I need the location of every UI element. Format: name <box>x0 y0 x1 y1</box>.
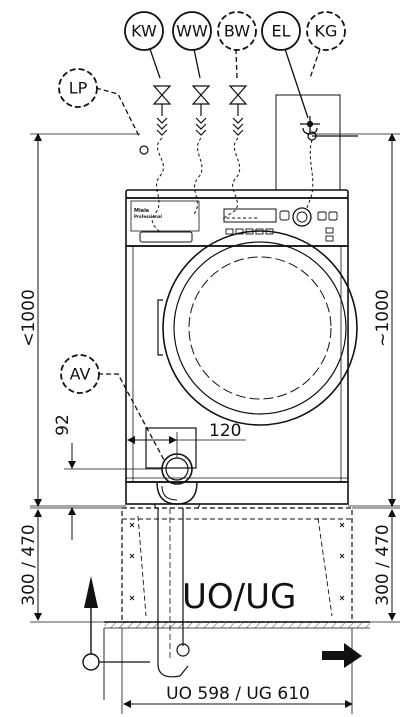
svg-text:KW: KW <box>131 22 157 41</box>
dim-left-height: <1000 <box>19 289 39 347</box>
leader-bw <box>235 48 238 79</box>
brand-name: Miele <box>134 208 150 214</box>
valve-ww <box>191 85 211 136</box>
drain-floor-pipe <box>82 576 150 700</box>
program-dial-icon <box>292 207 312 227</box>
floor <box>104 621 370 629</box>
base-plinth <box>121 507 353 623</box>
lp-terminal <box>139 145 149 155</box>
valve-kw <box>152 85 172 136</box>
leader-ww <box>193 48 201 79</box>
svg-text:LP: LP <box>69 79 88 98</box>
dim-drain-offset: 120 <box>209 421 241 441</box>
leader-kg <box>309 48 321 79</box>
label-av: AV <box>60 354 100 394</box>
leader-el <box>284 48 309 119</box>
base-label: UO/UG <box>182 577 296 617</box>
dim-right-base: 300 / 470 <box>373 524 393 605</box>
dim-left-base: 300 / 470 <box>19 524 39 605</box>
label-kg: KG <box>306 11 346 51</box>
label-kw: KW <box>124 11 164 51</box>
door <box>157 230 358 426</box>
leader-av <box>98 373 165 461</box>
hose-ww <box>193 137 203 215</box>
brand-sub: Professional <box>134 214 163 219</box>
electric-cable <box>305 139 314 211</box>
dim-drain-height: 92 <box>53 414 73 436</box>
svg-text:AV: AV <box>70 365 91 384</box>
flow-direction-arrow-icon <box>322 643 362 668</box>
label-bw: BW <box>217 11 257 51</box>
gas-valve-icon <box>300 116 358 141</box>
svg-text:WW: WW <box>176 22 208 41</box>
dim-right-height: ~1000 <box>373 289 393 347</box>
base-screws <box>129 522 345 601</box>
hose-bw <box>222 137 258 219</box>
valve-bw <box>228 85 248 136</box>
leader-kw <box>149 48 161 79</box>
drain-connection <box>145 427 201 678</box>
label-lp: LP <box>58 68 98 108</box>
label-el: EL <box>261 11 301 51</box>
svg-text:BW: BW <box>224 22 250 41</box>
control-panel <box>130 200 338 243</box>
label-ww: WW <box>172 11 212 51</box>
svg-text:EL: EL <box>271 22 290 41</box>
connection-box <box>275 94 341 191</box>
leader-lp <box>95 87 141 139</box>
svg-text:KG: KG <box>315 22 338 41</box>
dim-width: UO 598 / UG 610 <box>166 684 310 704</box>
washing-machine <box>125 189 349 505</box>
